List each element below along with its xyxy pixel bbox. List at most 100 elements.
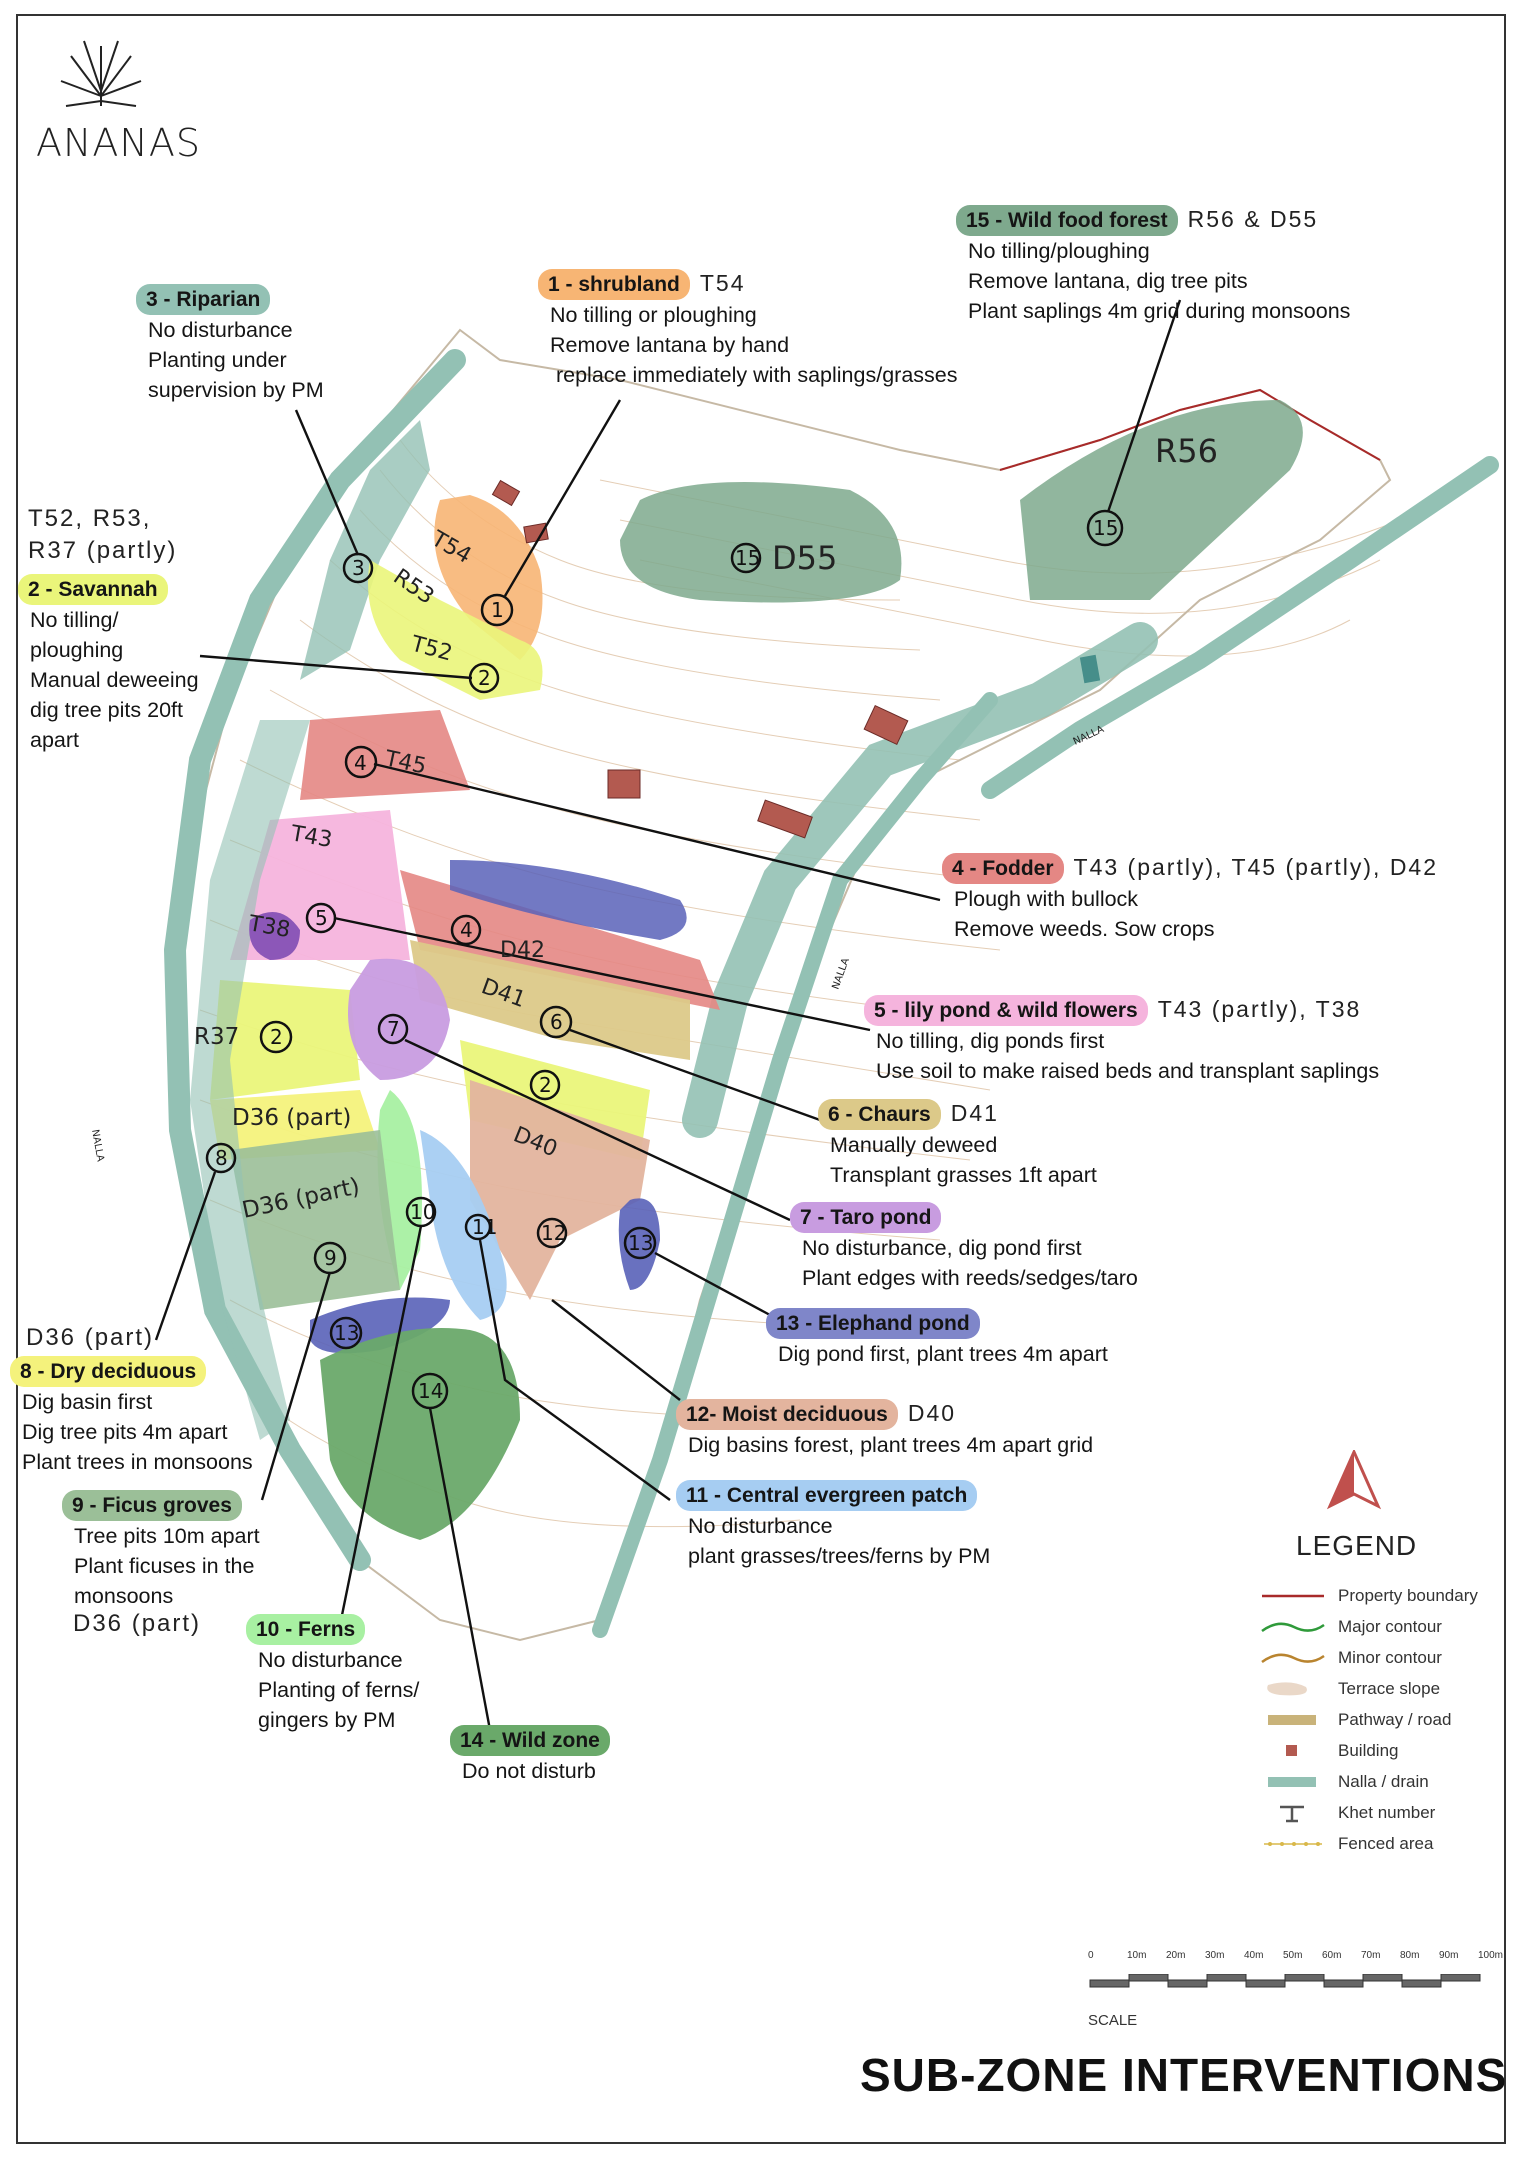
- zone-title: 14 - Wild zone: [450, 1725, 610, 1756]
- zone-9-ficus-area: [230, 1130, 400, 1310]
- legend-swatch-bar: [1268, 1714, 1316, 1725]
- label-nalla-west: NALLA: [89, 1129, 106, 1163]
- label-d36a: D36 (part): [232, 1105, 351, 1131]
- zone-khet-codes: D40: [907, 1400, 957, 1426]
- zone-3-riparian-area: [300, 420, 430, 680]
- zone-instruction: Remove lantana by hand: [550, 333, 790, 357]
- zone-instruction: Dig basins forest, plant trees 4m apart …: [688, 1433, 1094, 1457]
- zone-instruction: Plant saplings 4m grid during monsoons: [968, 299, 1351, 323]
- zone-instruction: Manually deweed: [830, 1133, 998, 1157]
- red-boundary-segment: [999, 388, 1381, 471]
- legend-swatch-fence: [1264, 1841, 1322, 1846]
- legend-swatch-curve: [1261, 1653, 1325, 1663]
- zone-title: 11 - Central evergreen patch: [676, 1480, 978, 1511]
- scale-tick-label: 60m: [1322, 1950, 1342, 1961]
- label-r37: R37: [194, 1024, 239, 1050]
- zone-1-shrubland-area: [434, 495, 543, 660]
- leader-lines: [154, 299, 1182, 1731]
- nalla-east: [592, 692, 998, 1638]
- legend-label: Pathway / road: [1338, 1709, 1452, 1729]
- legend-item: Nalla / drain: [1260, 1766, 1500, 1797]
- zone-instruction: Plant edges with reeds/sedges/taro: [802, 1266, 1138, 1290]
- zone-15-forest-r56: [1020, 400, 1303, 600]
- zone-instruction: No tilling/: [30, 608, 119, 632]
- scale-tick-label: 0: [1088, 1950, 1094, 1961]
- zone-2-savannah-r37: [210, 980, 360, 1100]
- label-t52-r53-line1: T52, R53,: [28, 505, 152, 532]
- zone-14-wild-zone-area: [320, 1328, 520, 1540]
- zone-instruction: Plant ficuses in the: [74, 1554, 255, 1578]
- svg-text:7: 7: [387, 1017, 400, 1041]
- zone-title: 2 - Savannah: [18, 574, 168, 605]
- zone-title: 15 - Wild food forest: [956, 205, 1178, 236]
- page-title: SUB-ZONE INTERVENTIONS: [860, 2049, 1508, 2101]
- svg-text:4: 4: [460, 918, 473, 942]
- legend-swatch-curve: [1261, 1622, 1325, 1632]
- scale-tick-label: 70m: [1361, 1950, 1381, 1961]
- scale-tick-label: 40m: [1244, 1950, 1264, 1961]
- nalla-box: [1079, 654, 1101, 684]
- label-d42: D42: [500, 938, 545, 963]
- zone-khet-codes: R56 & D55: [1187, 206, 1319, 232]
- zone-instruction: gingers by PM: [258, 1708, 396, 1732]
- svg-text:11: 11: [472, 1215, 497, 1239]
- scale-segment: [1284, 1974, 1325, 1982]
- zone-khet-codes: T43 (partly), T38: [1157, 996, 1362, 1022]
- svg-text:15: 15: [735, 546, 760, 570]
- legend-label: Terrace slope: [1338, 1678, 1441, 1698]
- scale-segment: [1401, 1979, 1442, 1988]
- legend-swatch-square: [1286, 1744, 1297, 1756]
- svg-text:2: 2: [478, 666, 491, 690]
- zone-instruction: replace immediately with saplings/grasse…: [550, 363, 958, 387]
- scale-label: SCALE: [1088, 2012, 1138, 2029]
- scale-tick-label: 50m: [1283, 1950, 1303, 1961]
- svg-text:14: 14: [418, 1379, 443, 1403]
- label-d36-part-lower: D36 (part): [26, 1324, 155, 1351]
- zone-title: 8 - Dry deciduous: [10, 1356, 207, 1387]
- scale-segment: [1362, 1974, 1403, 1982]
- legend-label: Property boundary: [1338, 1585, 1478, 1605]
- map-frame: [16, 14, 1506, 2144]
- svg-text:15: 15: [1093, 516, 1118, 540]
- zone-instruction: No disturbance, dig pond first: [802, 1236, 1082, 1260]
- zone-3-riparian-west-strip: [190, 720, 310, 1440]
- zone-title: 6 - Chaurs: [818, 1099, 941, 1130]
- zone-instruction: Planting under: [148, 348, 287, 372]
- zone-instruction: Dig basin first: [22, 1390, 153, 1414]
- svg-text:6: 6: [550, 1010, 563, 1034]
- zone-instruction: No disturbance: [258, 1648, 403, 1672]
- zone-annotation-z15: 15 - Wild food forest R56 & D55 No tilling…: [956, 204, 1350, 326]
- legend-item: Property boundary: [1260, 1580, 1500, 1611]
- legend-label: Minor contour: [1338, 1647, 1442, 1667]
- zone-4-fodder-d42: [400, 870, 720, 1010]
- svg-text:9: 9: [324, 1246, 337, 1270]
- zone-instruction: Transplant grasses 1ft apart: [830, 1163, 1097, 1187]
- zone-instruction: Plough with bullock: [954, 887, 1139, 911]
- zone-title: 1 - shrubland: [538, 269, 690, 300]
- zone-13-elephant-pond-top: [450, 860, 687, 940]
- zone-instruction: No tilling/ploughing: [968, 239, 1150, 263]
- legend-item: Major contour: [1260, 1611, 1500, 1642]
- scale-segment: [1323, 1979, 1364, 1988]
- zone-instruction: Dig tree pits 4m apart: [22, 1420, 228, 1444]
- svg-text:12: 12: [541, 1221, 566, 1245]
- zone-title: 13 - Elephand pond: [766, 1308, 980, 1339]
- svg-text:1: 1: [491, 598, 504, 622]
- scale-segment: [1167, 1979, 1208, 1988]
- zone-title: 9 - Ficus groves: [62, 1490, 242, 1521]
- legend-item: Pathway / road: [1260, 1704, 1500, 1735]
- zone-4-fodder-t45: [300, 710, 470, 800]
- zone-instruction: Do not disturb: [462, 1759, 596, 1783]
- zone-13-elephant-pond-left: [310, 1297, 450, 1354]
- zone-instruction: dig tree pits 20ft: [30, 698, 183, 722]
- zone-instruction: No disturbance: [688, 1514, 833, 1538]
